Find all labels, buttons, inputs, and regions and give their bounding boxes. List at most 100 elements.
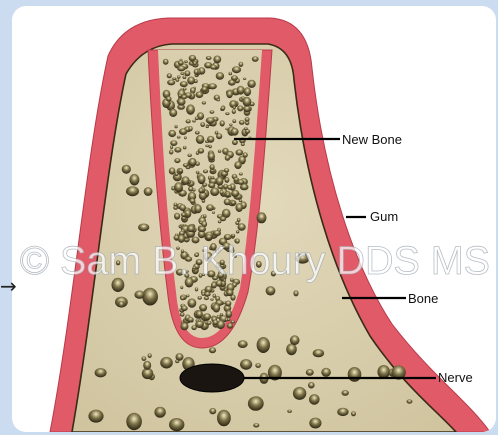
pore (144, 187, 153, 196)
pore (257, 212, 267, 223)
pore (216, 133, 222, 139)
pore (183, 88, 187, 91)
pore (192, 188, 195, 191)
pore (293, 290, 298, 296)
pore (220, 216, 227, 221)
pore (232, 66, 241, 73)
pore (204, 296, 209, 300)
nerve-canal (180, 364, 244, 392)
pore (308, 382, 315, 389)
pore (225, 301, 231, 307)
pore (179, 128, 187, 135)
pore (206, 321, 211, 325)
pore (243, 97, 252, 107)
pore (245, 117, 250, 122)
pore (180, 296, 185, 300)
pore (241, 143, 245, 146)
pore (226, 193, 231, 197)
pore (160, 357, 173, 369)
pore (175, 172, 178, 176)
pore (226, 289, 233, 296)
pore (219, 190, 223, 194)
pore (235, 203, 243, 212)
pore (186, 294, 189, 297)
pore (183, 224, 186, 226)
right-arrow-icon[interactable]: → (0, 276, 17, 296)
pore (142, 356, 147, 361)
pore (170, 146, 173, 149)
pore (198, 319, 201, 321)
pore (221, 106, 225, 110)
pore (206, 56, 212, 60)
pore (184, 136, 187, 139)
pore (306, 369, 314, 376)
pore (174, 203, 178, 207)
pore (129, 174, 139, 186)
pore (210, 298, 213, 301)
pore (180, 72, 184, 75)
pore (247, 80, 255, 88)
pore (213, 304, 221, 313)
pore (234, 161, 241, 169)
pore (237, 218, 241, 222)
pore (189, 55, 196, 61)
pore (198, 226, 206, 232)
pore (169, 167, 176, 174)
pore (217, 315, 221, 319)
pore (218, 220, 222, 223)
pore (248, 396, 264, 410)
pore (183, 75, 187, 79)
pore (293, 387, 306, 400)
pore (227, 185, 232, 190)
pore (244, 87, 251, 96)
pore (208, 83, 217, 89)
label-gum: Gum (370, 209, 398, 224)
pore (212, 211, 215, 214)
pore (193, 62, 197, 66)
pore (195, 131, 200, 135)
pore (239, 62, 244, 67)
pore (169, 418, 184, 431)
pore (142, 288, 158, 306)
label-bone: Bone (408, 291, 438, 306)
pore (229, 124, 232, 126)
pore (163, 59, 169, 65)
label-new-bone: New Bone (342, 132, 402, 147)
pore (204, 292, 211, 297)
pore (183, 146, 187, 149)
pore (177, 66, 185, 72)
pore (198, 188, 203, 193)
pore (192, 120, 196, 123)
pore (183, 163, 188, 167)
pore (207, 136, 214, 143)
pore (180, 286, 183, 289)
pore (351, 411, 356, 416)
pore (209, 347, 216, 353)
pore (309, 394, 320, 405)
pore (198, 296, 202, 300)
pore (231, 201, 235, 205)
pore (224, 199, 231, 206)
pore (143, 361, 151, 370)
pore (231, 190, 239, 197)
pore (313, 349, 324, 357)
copyright-watermark: © Sam B. Khoury DDS MS (20, 239, 490, 283)
pore (223, 184, 228, 189)
pore (218, 150, 221, 153)
pore (170, 140, 177, 146)
pore (181, 306, 188, 312)
pore (225, 318, 228, 321)
pore (178, 60, 184, 65)
pore (177, 136, 181, 139)
pore (239, 173, 243, 176)
pore (174, 182, 183, 192)
pore (257, 337, 270, 353)
pore (138, 224, 149, 232)
pore (213, 56, 221, 64)
pore (236, 230, 239, 233)
pore (207, 124, 210, 126)
pore (206, 117, 215, 123)
pore (181, 323, 189, 331)
pore (194, 69, 199, 75)
pore (252, 56, 259, 62)
